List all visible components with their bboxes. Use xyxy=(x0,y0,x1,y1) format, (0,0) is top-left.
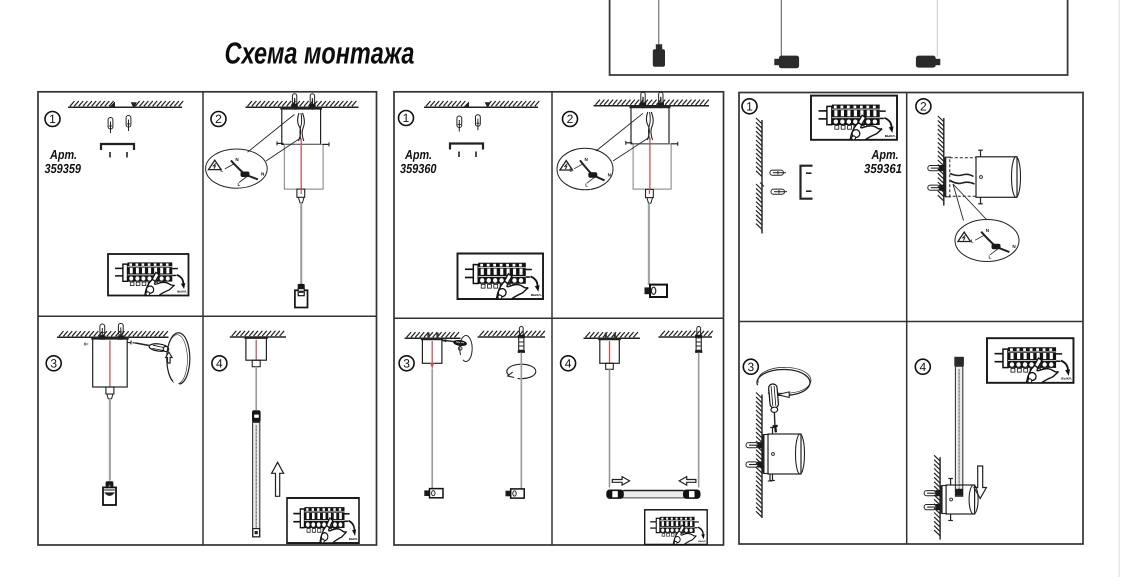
svg-text:4: 4 xyxy=(919,360,926,374)
svg-text:Арт.: Арт. xyxy=(49,147,77,162)
svg-text:L: L xyxy=(989,254,992,259)
svg-text:N: N xyxy=(986,228,990,233)
svg-text:3: 3 xyxy=(50,357,57,371)
svg-text:2: 2 xyxy=(920,100,927,114)
svg-text:4: 4 xyxy=(565,357,572,371)
svg-text:1: 1 xyxy=(746,100,753,114)
svg-text:N: N xyxy=(261,171,265,176)
svg-text:0=: 0= xyxy=(84,342,89,347)
svg-text:N: N xyxy=(1012,244,1016,249)
svg-text:выкл.: выкл. xyxy=(531,293,542,297)
svg-text:359359: 359359 xyxy=(45,161,82,176)
svg-text:1: 1 xyxy=(49,112,56,126)
svg-text:3: 3 xyxy=(403,357,410,371)
svg-text:359360: 359360 xyxy=(400,161,437,176)
svg-text:Схема монтажа: Схема монтажа xyxy=(225,37,415,71)
svg-text:L: L xyxy=(585,183,588,188)
svg-text:выкл.: выкл. xyxy=(1061,376,1072,380)
svg-text:N: N xyxy=(235,157,239,162)
svg-text:выкл.: выкл. xyxy=(349,537,358,541)
svg-text:выкл.: выкл. xyxy=(698,540,706,543)
svg-text:N: N xyxy=(585,157,589,162)
svg-text:N: N xyxy=(608,172,612,177)
svg-text:L: L xyxy=(971,239,974,244)
svg-text:359361: 359361 xyxy=(864,161,902,176)
svg-text:3: 3 xyxy=(747,360,754,374)
svg-text:выкл.: выкл. xyxy=(177,290,187,294)
svg-text:выкл.: выкл. xyxy=(885,134,896,138)
svg-text:L: L xyxy=(238,182,241,187)
svg-text:2: 2 xyxy=(567,112,574,126)
svg-text:L: L xyxy=(220,167,223,172)
svg-text:2: 2 xyxy=(215,112,222,126)
svg-text:Арт.: Арт. xyxy=(871,147,899,162)
svg-text:4: 4 xyxy=(216,357,223,371)
svg-text:L: L xyxy=(570,167,573,172)
svg-text:1: 1 xyxy=(403,111,410,125)
svg-text:Арт.: Арт. xyxy=(404,147,432,162)
